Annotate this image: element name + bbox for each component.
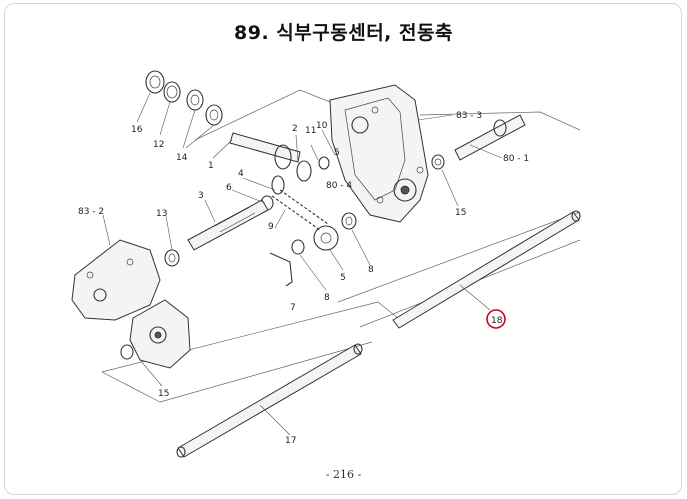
ref-83-2: 83 - 2 xyxy=(78,207,104,217)
callout-13: 13 xyxy=(156,209,167,219)
callout-4: 4 xyxy=(238,169,244,179)
ref-80-4: 80 - 4 xyxy=(326,181,352,191)
page-title: 89. 식부구동센터, 전동축 xyxy=(234,22,453,44)
callout-16: 16 xyxy=(131,125,143,135)
callout-9: 9 xyxy=(268,222,274,232)
ref-83-3: 83 - 3 xyxy=(456,111,482,121)
left-housing xyxy=(71,239,161,321)
callout-6: 6 xyxy=(226,183,232,193)
right-shaft xyxy=(454,114,526,161)
assembly-boundary-lines xyxy=(101,89,581,403)
callout-18: 18 xyxy=(491,316,503,326)
callout-1: 1 xyxy=(208,161,214,171)
transmission-shaft-lower xyxy=(176,343,363,458)
chain-and-sprockets xyxy=(269,189,339,287)
callout-12: 12 xyxy=(153,140,164,150)
ref-80-1: 80 - 1 xyxy=(503,154,529,164)
callout-5a: 5 xyxy=(340,273,346,283)
callout-10: 10 xyxy=(316,121,328,131)
callout-labels: 16 12 14 1 2 4 6 3 9 13 11 10 5 5 8 8 7 … xyxy=(78,111,529,446)
upper-gear-shaft xyxy=(229,132,330,182)
drive-center-housing xyxy=(329,84,429,223)
callout-5b: 5 xyxy=(334,148,340,158)
callout-17: 17 xyxy=(285,436,296,446)
callout-3: 3 xyxy=(198,191,204,201)
callout-15b: 15 xyxy=(158,389,169,399)
callout-8a: 8 xyxy=(324,293,330,303)
callout-11: 11 xyxy=(305,126,316,136)
bottom-flange xyxy=(129,299,191,369)
callout-7: 7 xyxy=(290,303,296,313)
callout-leader-lines xyxy=(102,92,503,436)
callout-2: 2 xyxy=(292,124,298,134)
transmission-shaft-long xyxy=(392,210,581,329)
callout-14: 14 xyxy=(176,153,188,163)
highlight-circle-part-18 xyxy=(486,309,506,329)
main-shaft xyxy=(187,175,285,251)
callout-15a: 15 xyxy=(455,208,466,218)
page-number: - 216 - xyxy=(325,468,362,481)
callout-8b: 8 xyxy=(368,265,374,275)
